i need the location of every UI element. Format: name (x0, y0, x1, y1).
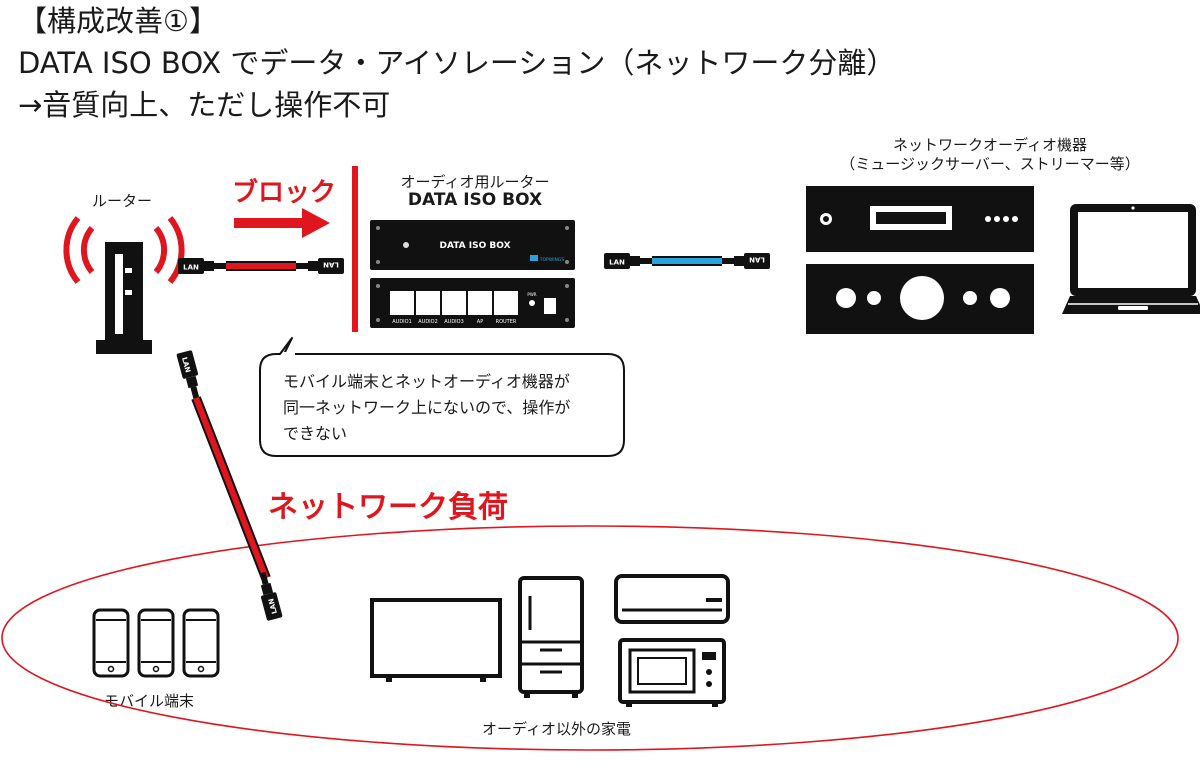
laptop-icon (1062, 204, 1200, 314)
heading-line-2: DATA ISO BOX でデータ・アイソレーション（ネットワーク分離） (18, 46, 896, 80)
heading-line-1: 【構成改善①】 (18, 4, 218, 38)
network-load-label: ネットワーク負荷 (268, 490, 508, 525)
port-label: AUDIO3 (444, 319, 464, 325)
smartphone-icon (137, 608, 175, 678)
music-server-icon (806, 186, 1034, 252)
tv-icon (370, 598, 502, 682)
port-router (494, 291, 518, 315)
network-load-ellipse (1, 525, 1179, 751)
port-audio1 (390, 291, 414, 315)
block-arrow-icon (234, 208, 330, 238)
port-label: AUDIO2 (418, 319, 438, 325)
port-label: AP (477, 319, 483, 325)
network-audio-examples-label: （ミュージックサーバー、ストリーマー等） (840, 155, 1140, 173)
isolation-barrier (352, 166, 358, 332)
lan-cable-router-to-home (176, 349, 283, 622)
device-front-label: DATA ISO BOX (439, 241, 510, 251)
block-label: ブロック (232, 178, 337, 208)
bubble-line-3: できない (283, 424, 348, 443)
bubble-line-2: 同一ネットワーク上にないので、操作が (283, 398, 571, 417)
speech-bubble (259, 337, 625, 457)
data-iso-box-label: DATA ISO BOX (407, 190, 543, 210)
device-brand-label: TOPWINGS (539, 257, 565, 263)
audio-router-label: オーディオ用ルーター (400, 173, 550, 191)
appliances-label: オーディオ以外の家電 (482, 720, 631, 738)
pwr-label: PWR (527, 292, 536, 297)
port-ap (468, 291, 492, 315)
port-audio2 (416, 291, 440, 315)
smartphone-icon (182, 608, 220, 678)
streamer-amplifier-icon (806, 264, 1034, 334)
data-iso-box-rear: AUDIO1 AUDIO2 AUDIO3 AP ROUTER PWR (370, 278, 575, 328)
heading-line-3: →音質向上、ただし操作不可 (18, 88, 391, 122)
refrigerator-icon (518, 576, 584, 698)
microwave-icon (618, 638, 726, 707)
data-iso-box-front: DATA ISO BOX TOPWINGS (370, 220, 575, 270)
lan-cable-router-to-iso (178, 258, 344, 274)
home-router-icon (63, 216, 185, 354)
air-conditioner-icon (614, 574, 730, 624)
port-label: ROUTER (496, 319, 517, 325)
lan-cable-iso-to-audio (604, 253, 770, 269)
port-audio3 (442, 291, 466, 315)
network-audio-label: ネットワークオーディオ機器 (893, 136, 1087, 154)
mobile-devices-label: モバイル端末 (104, 692, 195, 710)
smartphone-icon (92, 608, 130, 678)
port-label: AUDIO1 (392, 319, 412, 325)
bubble-line-1: モバイル端末とネットオーディオ機器が (283, 372, 570, 391)
router-label: ルーター (92, 192, 153, 210)
